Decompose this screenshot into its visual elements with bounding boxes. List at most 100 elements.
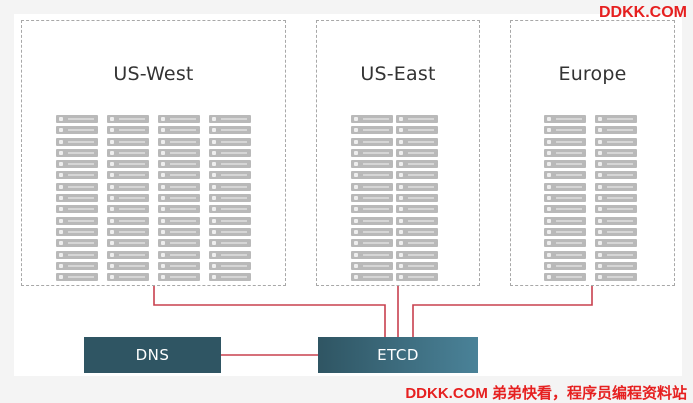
server-icon (107, 182, 149, 191)
server-icon (396, 205, 438, 214)
server-icon (56, 205, 98, 214)
server-icon (107, 250, 149, 259)
server-icon (56, 239, 98, 248)
etcd-node: ETCD (318, 337, 478, 373)
server-icon (396, 216, 438, 225)
watermark-top: DDKK.COM (599, 4, 687, 21)
server-icon (209, 273, 251, 282)
server-icon (209, 126, 251, 135)
server-icon (56, 148, 98, 157)
server-icon (209, 171, 251, 180)
server-icon (107, 115, 149, 123)
server-icon (396, 115, 438, 123)
server-icon (209, 137, 251, 146)
server-icon (107, 148, 149, 157)
server-icon (56, 182, 98, 191)
server-icon (595, 160, 637, 169)
server-icon (107, 205, 149, 214)
server-icon (544, 126, 586, 135)
server-icon (544, 273, 586, 282)
server-icon (595, 194, 637, 203)
wire-us-west-to-etcd (153, 286, 386, 337)
server-icon (351, 261, 393, 270)
server-icon (158, 227, 200, 236)
server-icon (595, 137, 637, 146)
server-icon (396, 171, 438, 180)
server-icon (107, 126, 149, 135)
server-icon (396, 148, 438, 157)
server-icon (107, 239, 149, 248)
dns-node: DNS (84, 337, 221, 373)
server-icon (56, 137, 98, 146)
server-icon (158, 126, 200, 135)
server-icon (158, 239, 200, 248)
server-icon (544, 261, 586, 270)
server-icon (209, 160, 251, 169)
server-icon (544, 182, 586, 191)
server-icon (396, 250, 438, 259)
server-icon (209, 115, 251, 123)
server-icon (56, 261, 98, 270)
server-icon (595, 205, 637, 214)
server-rack (107, 115, 149, 284)
dns-label: DNS (135, 346, 170, 364)
server-icon (158, 250, 200, 259)
server-icon (544, 216, 586, 225)
server-icon (595, 115, 637, 123)
server-icon (396, 239, 438, 248)
server-icon (158, 261, 200, 270)
server-icon (544, 137, 586, 146)
server-icon (56, 126, 98, 135)
server-icon (544, 160, 586, 169)
server-icon (595, 216, 637, 225)
etcd-label: ETCD (377, 346, 419, 364)
server-icon (107, 273, 149, 282)
server-icon (107, 137, 149, 146)
server-icon (158, 115, 200, 123)
region-us-west: US-West (21, 20, 286, 286)
server-icon (158, 273, 200, 282)
server-icon (158, 216, 200, 225)
server-icon (396, 126, 438, 135)
server-icon (107, 227, 149, 236)
server-icon (595, 250, 637, 259)
server-icon (56, 227, 98, 236)
server-icon (56, 216, 98, 225)
server-icon (351, 115, 393, 123)
server-icon (158, 160, 200, 169)
server-icon (595, 227, 637, 236)
server-icon (107, 160, 149, 169)
region-us-east: US-East (316, 20, 480, 286)
server-icon (351, 216, 393, 225)
server-icon (209, 148, 251, 157)
server-icon (396, 182, 438, 191)
server-icon (351, 137, 393, 146)
server-icon (544, 227, 586, 236)
server-icon (209, 261, 251, 270)
server-icon (351, 194, 393, 203)
server-icon (107, 216, 149, 225)
server-icon (107, 171, 149, 180)
wire-europe-to-etcd (412, 286, 593, 337)
server-icon (544, 205, 586, 214)
server-icon (351, 239, 393, 248)
server-icon (351, 148, 393, 157)
server-icon (56, 250, 98, 259)
server-rack (351, 115, 393, 284)
server-icon (544, 171, 586, 180)
server-icon (351, 182, 393, 191)
server-icon (158, 148, 200, 157)
server-icon (544, 148, 586, 157)
server-icon (351, 171, 393, 180)
server-icon (56, 115, 98, 123)
server-icon (396, 194, 438, 203)
server-icon (544, 115, 586, 123)
server-icon (209, 250, 251, 259)
server-icon (595, 273, 637, 282)
server-rack (544, 115, 586, 284)
server-icon (209, 216, 251, 225)
region-europe: Europe (510, 20, 675, 286)
server-icon (56, 273, 98, 282)
server-icon (56, 194, 98, 203)
